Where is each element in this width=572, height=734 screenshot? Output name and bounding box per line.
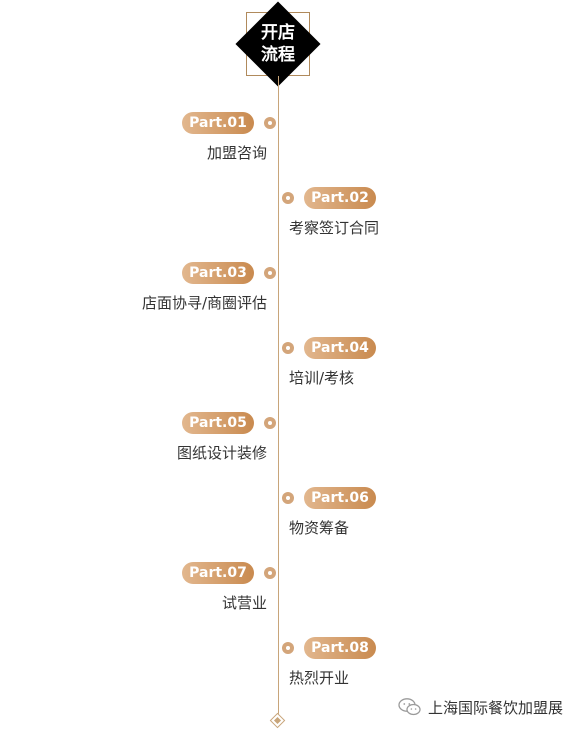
step-label: 考察签订合同 [289, 219, 380, 237]
timeline-step: Part.06 物资筹备 [0, 487, 572, 547]
timeline-node-icon [282, 342, 294, 354]
wechat-icon [398, 698, 422, 716]
timeline-node-icon [282, 492, 294, 504]
timeline-node-icon [282, 642, 294, 654]
watermark-text: 上海国际餐饮加盟展 [428, 698, 564, 717]
timeline-node-icon [264, 567, 276, 579]
header-badge: 开店 流程 [235, 1, 321, 87]
timeline-step: Part.05 图纸设计装修 [0, 412, 572, 472]
step-part-badge: Part.02 [304, 187, 376, 209]
step-part-badge: Part.06 [304, 487, 376, 509]
step-part-badge: Part.03 [182, 262, 254, 284]
timeline-step: Part.01 加盟咨询 [0, 112, 572, 172]
timeline-node-icon [264, 117, 276, 129]
step-label: 试营业 [221, 594, 267, 612]
page-title: 开店 流程 [261, 23, 295, 65]
step-label: 图纸设计装修 [176, 444, 267, 462]
step-part-badge: Part.05 [182, 412, 254, 434]
timeline-step: Part.08 热烈开业 [0, 637, 572, 697]
step-label: 物资筹备 [289, 519, 350, 537]
timeline-step: Part.03 店面协寻/商圈评估 [0, 262, 572, 322]
step-part-badge: Part.04 [304, 337, 376, 359]
step-label: 加盟咨询 [206, 144, 267, 162]
timeline-step: Part.02 考察签订合同 [0, 187, 572, 247]
timeline-node-icon [264, 267, 276, 279]
step-part-badge: Part.01 [182, 112, 254, 134]
wechat-watermark: 上海国际餐饮加盟展 [398, 696, 563, 718]
timeline-step: Part.04 培训/考核 [0, 337, 572, 397]
timeline-node-icon [264, 417, 276, 429]
step-part-badge: Part.08 [304, 637, 376, 659]
timeline-node-icon [282, 192, 294, 204]
step-label: 培训/考核 [289, 369, 355, 387]
timeline-end-diamond-icon [269, 712, 286, 729]
timeline-line [278, 76, 279, 716]
step-part-badge: Part.07 [182, 562, 254, 584]
step-label: 店面协寻/商圈评估 [141, 294, 267, 312]
step-label: 热烈开业 [289, 669, 350, 687]
timeline-step: Part.07 试营业 [0, 562, 572, 622]
